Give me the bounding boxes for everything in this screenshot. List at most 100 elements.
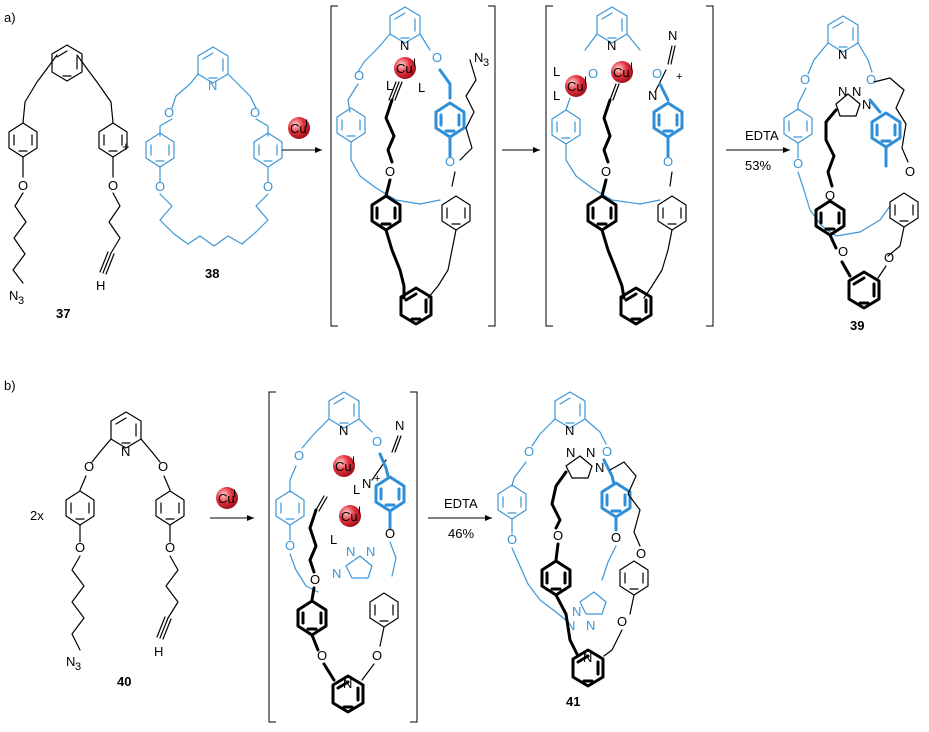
cu-badge-text: Cu	[290, 121, 307, 136]
atom-n: N	[400, 38, 409, 53]
left-bracket	[545, 5, 553, 327]
atom-o: O	[84, 459, 94, 474]
azide-n: N	[66, 654, 75, 669]
atom-o: O	[445, 154, 455, 169]
atom-n: N	[332, 566, 341, 581]
atom-n: N	[838, 47, 847, 62]
cu-sphere	[333, 455, 355, 477]
atom-h: H	[96, 278, 105, 293]
atom-o: O	[825, 188, 835, 203]
atom-o: O	[588, 66, 598, 81]
atom-n: N	[343, 676, 352, 691]
atom-n: N	[208, 78, 217, 93]
cu-sphere	[611, 61, 633, 83]
multiplier-2x: 2x	[30, 508, 44, 523]
cu-atom-text: Cu	[613, 65, 630, 80]
cu-badge-text: Cu	[218, 491, 235, 506]
atom-o: O	[793, 156, 803, 171]
atom-o: O	[263, 179, 273, 194]
atom-o: O	[507, 532, 517, 547]
compound-37-label: 37	[56, 306, 70, 321]
cu-atom-text: Cu	[341, 509, 358, 524]
atom-o: O	[158, 459, 168, 474]
right-bracket	[488, 5, 496, 327]
atom-n: N	[566, 618, 575, 633]
cu-atom-text: Cu	[396, 61, 413, 76]
cu-sphere	[394, 57, 416, 79]
atom-n: N	[862, 97, 871, 112]
atom-o: O	[75, 540, 85, 555]
product-39-structure: N O O O N N N O O O O	[783, 15, 919, 310]
atom-o: O	[354, 68, 364, 83]
atom-n: N	[583, 650, 592, 665]
copper-reagent-badge-b: Cu I	[216, 487, 238, 509]
atom-h: H	[154, 644, 163, 659]
atom-o: O	[372, 648, 382, 663]
cu-sup: I	[630, 61, 633, 73]
product-41-structure: N O O O N N N O O O N N N O N	[497, 391, 649, 688]
compound-40-label: 40	[117, 674, 131, 689]
atom-n: N	[121, 444, 130, 459]
atom-o: O	[108, 178, 118, 193]
atom-n: N	[838, 84, 847, 99]
intermediate-1-structure: N Cu I L L O O O O N 3	[336, 6, 489, 326]
atom-o: O	[372, 434, 382, 449]
atom-n: N	[565, 423, 574, 438]
cu-atom-text: Cu	[335, 459, 352, 474]
cu-atom-text: Cu	[567, 79, 584, 94]
atom-o: O	[155, 179, 165, 194]
atom-n: N	[346, 544, 355, 559]
edta-label-b: EDTA	[444, 496, 478, 511]
atom-o: O	[524, 444, 534, 459]
compound-40-structure: N O O O O H N 3	[65, 411, 185, 673]
azide-n: N	[395, 418, 404, 433]
atom-o: O	[636, 546, 646, 561]
panel-a-label: a)	[4, 10, 16, 25]
azide-n: N	[668, 28, 677, 43]
ligand-l: L	[353, 482, 360, 497]
atom-o: O	[294, 448, 304, 463]
cu-badge-sup: I	[305, 118, 308, 130]
cu-sphere	[565, 75, 587, 97]
atom-o: O	[385, 526, 395, 541]
intermediate-2-structure: N Cu I Cu I L L N N + O O O O	[551, 6, 687, 326]
atom-n: N	[586, 618, 595, 633]
atom-o: O	[250, 105, 260, 120]
atom-o: O	[18, 178, 28, 193]
n-plus-charge: +	[374, 473, 380, 485]
atom-o: O	[553, 528, 563, 543]
copper-reagent-badge: Cu I	[288, 117, 310, 139]
compound-37-structure: O O H N 3	[8, 44, 128, 307]
cu-sup: I	[413, 57, 416, 69]
ligand-l: L	[553, 88, 560, 103]
yield-b: 46%	[448, 526, 474, 541]
right-bracket	[410, 391, 418, 723]
compound-41-label: 41	[566, 694, 580, 709]
ligand-l: L	[386, 78, 393, 93]
edta-label-a: EDTA	[745, 128, 779, 143]
atom-o: O	[602, 444, 612, 459]
atom-n: N	[852, 84, 861, 99]
atom-n: N	[572, 604, 581, 619]
atom-o: O	[866, 72, 876, 87]
atom-n: N	[339, 423, 348, 438]
cu-sup: I	[358, 505, 361, 517]
atom-o: O	[617, 614, 627, 629]
atom-n: N	[366, 544, 375, 559]
intermediate-3-structure: N Cu I Cu I L L N + N O O O O N N N O	[275, 391, 406, 714]
atom-o: O	[164, 105, 174, 120]
atom-o: O	[611, 530, 621, 545]
atom-o: O	[800, 72, 810, 87]
ligand-l: L	[553, 64, 560, 79]
cu-sup: I	[352, 455, 355, 467]
right-bracket	[706, 5, 714, 327]
atom-n: N	[595, 460, 604, 475]
atom-o: O	[905, 164, 915, 179]
panel-b-label: b)	[4, 378, 16, 393]
atom-n: N	[648, 88, 657, 103]
compound-38-structure: N O O O O	[145, 46, 283, 247]
atom-n: N	[607, 38, 616, 53]
compound-39-label: 39	[850, 318, 864, 333]
atom-o: O	[601, 164, 611, 179]
